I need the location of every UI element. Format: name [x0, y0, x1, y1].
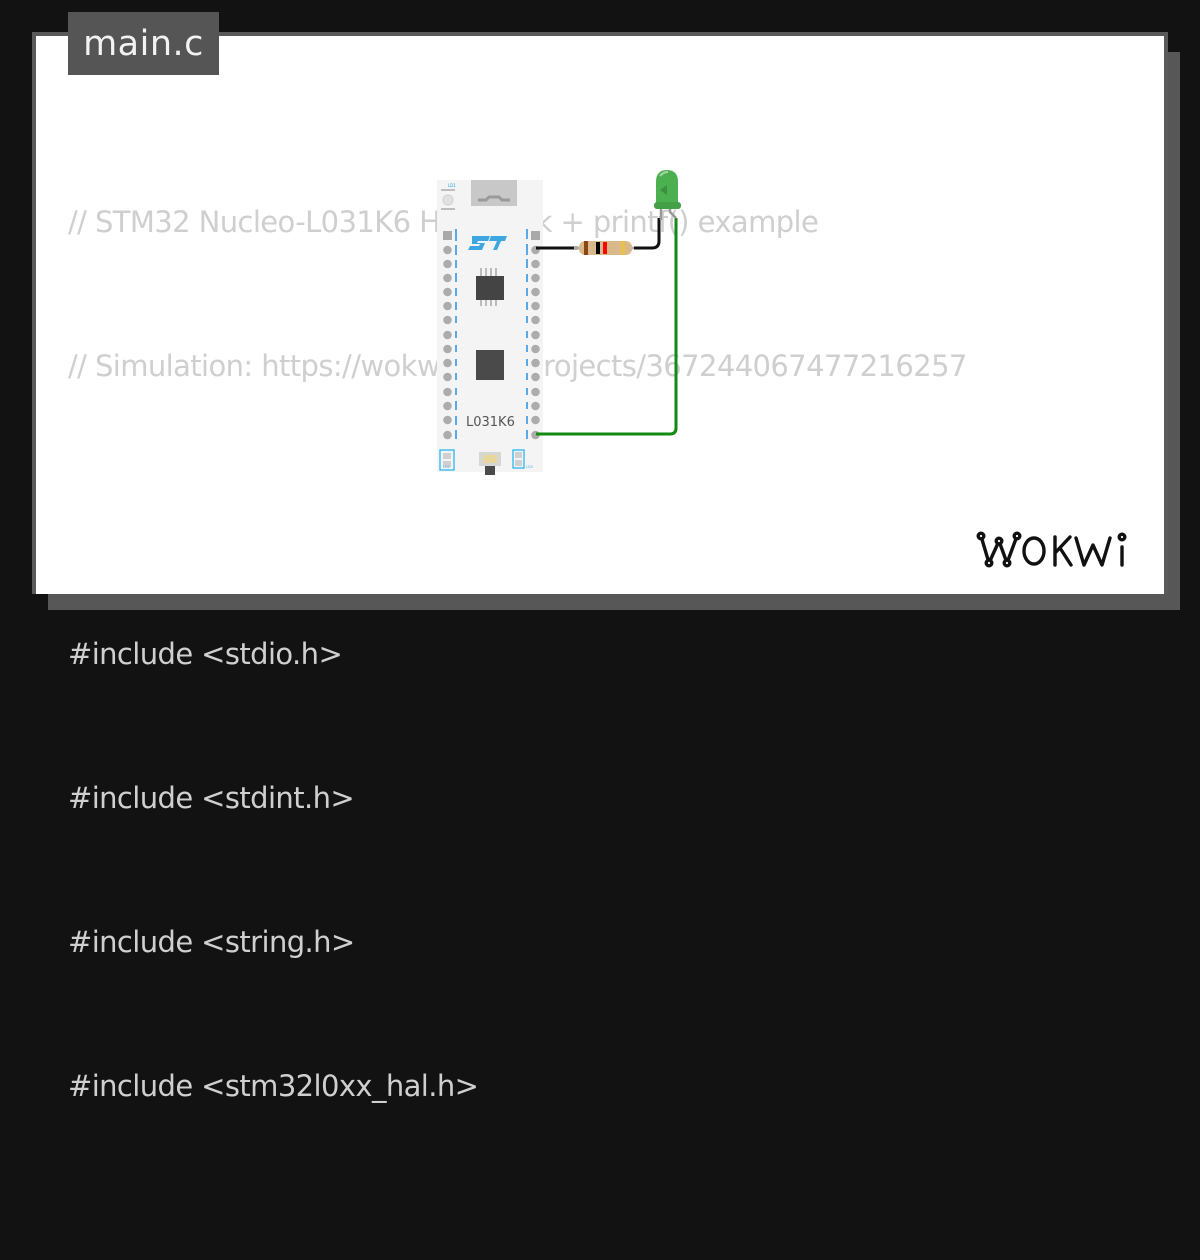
pin[interactable]	[443, 273, 452, 283]
led-die-icon	[660, 185, 667, 195]
ld3-led	[512, 449, 525, 469]
code-line	[68, 1206, 967, 1254]
nucleo-board[interactable]: LD1 L031K6	[437, 180, 543, 475]
pin[interactable]	[531, 387, 540, 397]
file-tab[interactable]: main.c	[68, 12, 219, 75]
pin[interactable]	[443, 301, 452, 311]
pin[interactable]	[443, 287, 452, 297]
pin[interactable]	[531, 330, 540, 340]
left-header	[443, 229, 457, 440]
pin[interactable]	[443, 387, 452, 397]
pin[interactable]	[443, 259, 452, 269]
pin[interactable]	[531, 372, 540, 382]
usb-connector	[471, 180, 517, 206]
pin[interactable]	[443, 344, 452, 354]
reset-button-base	[485, 466, 495, 475]
frame-corner	[32, 590, 36, 594]
usb-slot-icon	[478, 195, 510, 202]
resistor[interactable]	[574, 241, 634, 255]
resistor-led-wire[interactable]	[634, 218, 661, 250]
file-tab-label: main.c	[83, 23, 204, 64]
shadow-bottom	[48, 594, 1180, 610]
reset-button-cap	[483, 455, 497, 463]
green-led[interactable]	[654, 170, 681, 220]
ld3-label: LD3	[526, 465, 533, 469]
circuit-diagram: LD1 L031K6	[437, 170, 681, 475]
pin[interactable]	[443, 358, 452, 368]
led-highlight	[659, 171, 669, 177]
led-rim	[654, 202, 681, 209]
pin[interactable]	[531, 259, 540, 269]
pin[interactable]	[531, 358, 540, 368]
regulator-chip	[476, 268, 504, 306]
pin[interactable]	[443, 245, 452, 255]
pin-square[interactable]	[531, 231, 540, 240]
ld1-pad	[441, 189, 455, 191]
ld1-led	[442, 194, 454, 206]
code-line	[68, 486, 967, 534]
ld1-pad	[441, 208, 455, 210]
pin[interactable]	[443, 372, 452, 382]
st-logo-icon	[468, 236, 507, 250]
pin[interactable]	[531, 287, 540, 297]
pin[interactable]	[443, 415, 452, 425]
frame-bottom	[0, 610, 1200, 630]
code-line: #include <string.h>	[68, 925, 355, 959]
code-line: #include <stm32l0xx_hal.h>	[68, 1069, 479, 1103]
code-line: #include <stdio.h>	[68, 637, 343, 671]
pin[interactable]	[531, 315, 540, 325]
code-line: // Simulation: https://wokwi.com/project…	[68, 349, 967, 383]
pin[interactable]	[531, 415, 540, 425]
mcu-chip	[476, 350, 504, 380]
ld1-label: LD1	[448, 183, 456, 188]
pin[interactable]	[443, 330, 452, 340]
board-pcb	[437, 180, 543, 472]
pin-square[interactable]	[443, 231, 452, 240]
ld2-label: LD2	[443, 465, 450, 469]
wokwi-logo	[976, 531, 1127, 568]
code-panel	[32, 32, 1168, 594]
resistor-band-4	[621, 241, 625, 255]
code-line: #include <stdint.h>	[68, 781, 355, 815]
code-line: // STM32 Nucleo-L031K6 HAL Blink + print…	[68, 205, 819, 239]
pin[interactable]	[531, 344, 540, 354]
ld2-led	[439, 449, 455, 471]
pin[interactable]	[531, 301, 540, 311]
board-model-label: L031K6	[466, 415, 515, 430]
resistor-band-1	[584, 241, 588, 255]
resistor-band-3	[603, 242, 607, 254]
pin[interactable]	[531, 401, 540, 411]
pin[interactable]	[531, 273, 540, 283]
pin[interactable]	[443, 430, 452, 440]
right-header	[526, 229, 540, 440]
pin[interactable]	[443, 401, 452, 411]
signal-wire[interactable]	[536, 218, 678, 436]
resistor-band-2	[596, 242, 600, 254]
pin[interactable]	[443, 315, 452, 325]
